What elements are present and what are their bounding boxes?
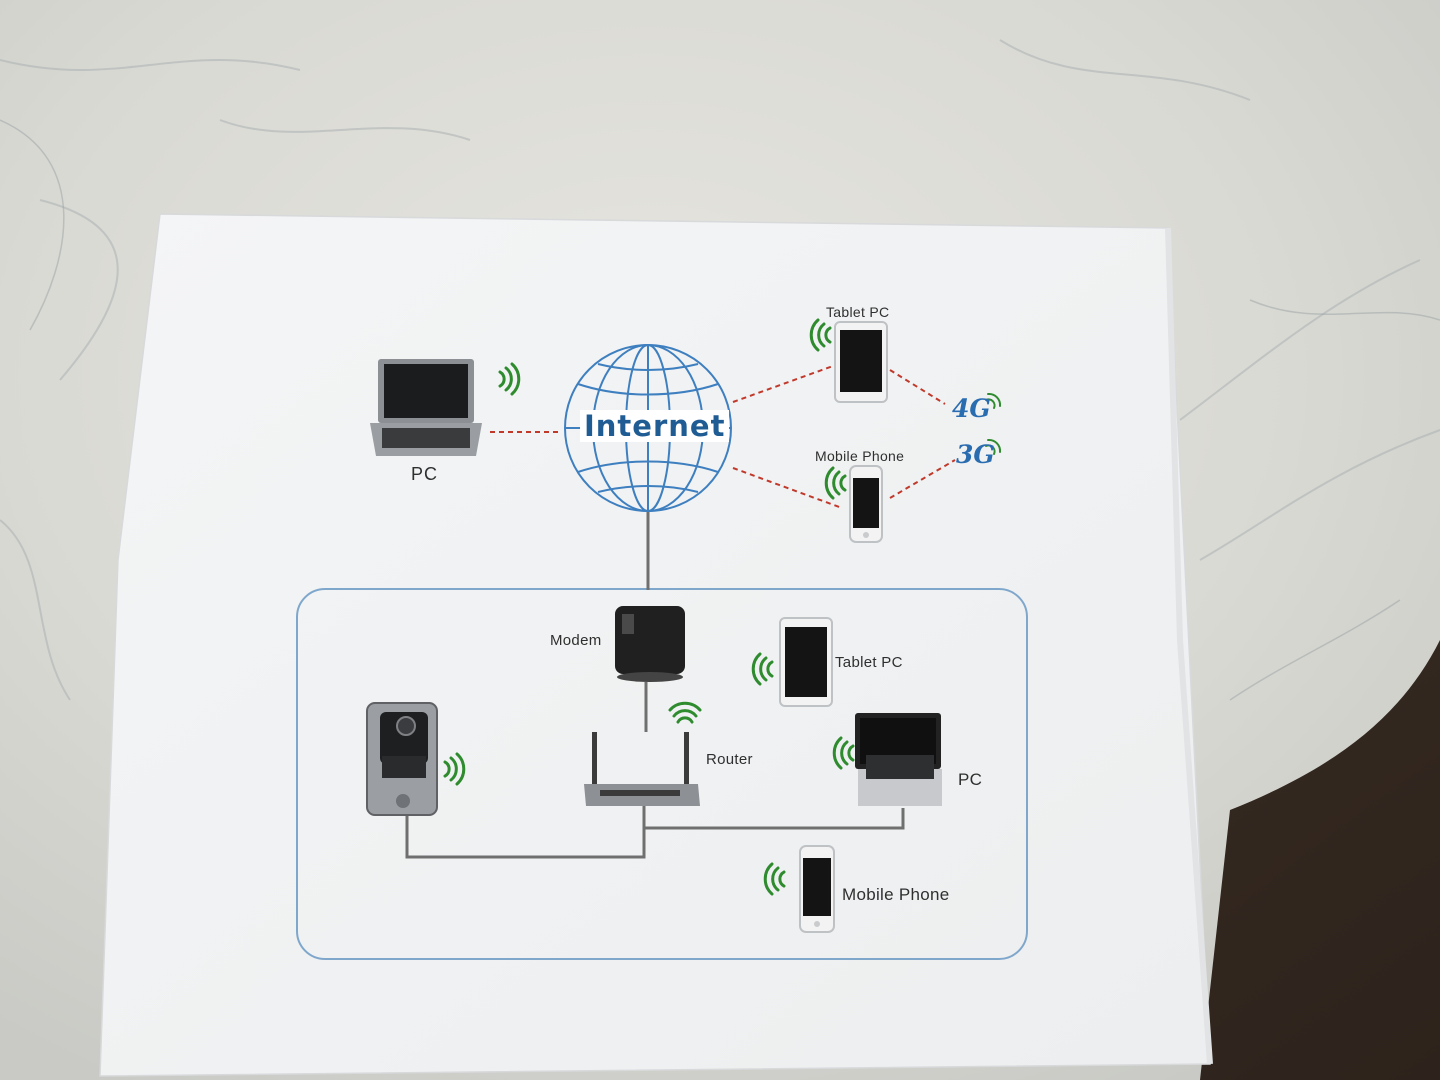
internet-label: Internet bbox=[580, 410, 729, 442]
laptop-icon bbox=[370, 359, 482, 456]
tablet-icon bbox=[835, 322, 887, 402]
lan-laptop-icon bbox=[855, 713, 942, 806]
tablet-pc-label: Tablet PC bbox=[826, 304, 889, 320]
doorbell-camera-icon bbox=[367, 703, 437, 815]
modem-icon bbox=[615, 606, 685, 682]
3g-label: 3G bbox=[956, 440, 995, 469]
modem-label: Modem bbox=[550, 632, 602, 649]
lan-tablet-icon bbox=[780, 618, 832, 706]
mobile-phone-icon bbox=[850, 466, 882, 542]
mobile-phone-label: Mobile Phone bbox=[815, 448, 904, 464]
lan-pc-label: PC bbox=[958, 770, 982, 790]
lan-mobile-phone-label: Mobile Phone bbox=[842, 885, 950, 905]
pc-label: PC bbox=[411, 464, 438, 485]
lan-tablet-pc-label: Tablet PC bbox=[835, 654, 903, 671]
lan-mobile-phone-icon bbox=[800, 846, 834, 932]
router-label: Router bbox=[706, 751, 753, 768]
4g-label: 4G bbox=[952, 394, 991, 423]
